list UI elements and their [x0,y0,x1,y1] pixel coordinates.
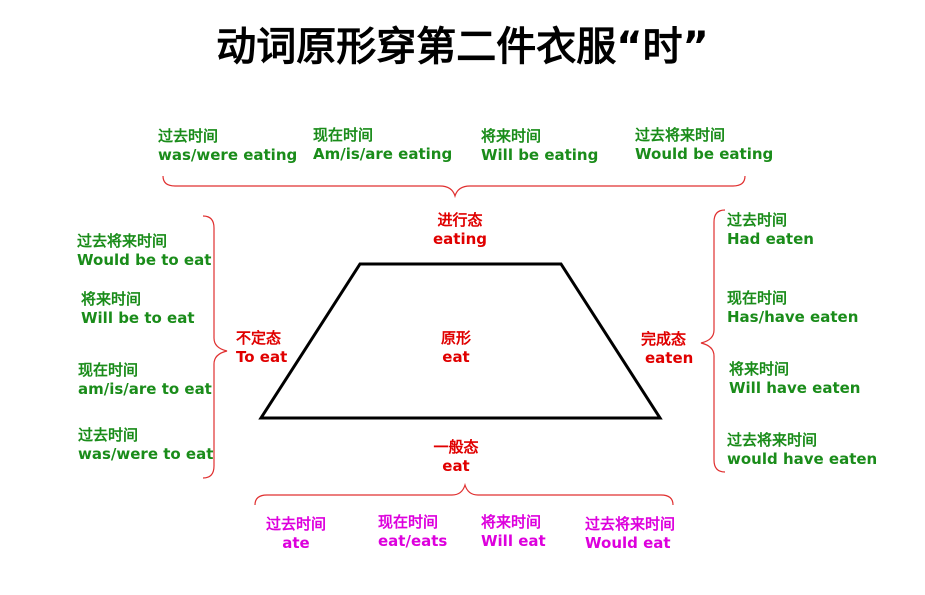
top-item-present-form: Am/is/are eating [313,145,453,163]
infinitive-state-form: To eat [236,348,288,366]
progressive-state-form: eating [432,230,488,248]
left-item-present-form: am/is/are to eat [78,380,212,398]
top-item-past-form: was/were eating [158,146,298,164]
left-item-present-time: 现在时间 [78,361,139,379]
bottom-item-past: 过去时间 ate [255,515,337,553]
left-item-future: 将来时间 Will be to eat [81,290,195,328]
simple-state-form: eat [442,457,470,475]
left-item-past: 过去时间 was/were to eat [78,426,213,464]
right-item-future: 将来时间 Will have eaten [729,360,860,398]
bottom-brace [254,482,674,506]
top-item-present: 现在时间 Am/is/are eating [313,126,452,164]
page-title: 动词原形穿第二件衣服“时” [216,24,709,70]
top-item-past-time: 过去时间 [158,127,219,145]
left-item-past-future-time: 过去将来时间 [77,232,168,250]
right-brace [700,209,726,473]
bottom-item-past-future: 过去将来时间 Would eat [585,515,675,553]
simple-state: 一般态 eat [416,438,496,476]
perfect-state-label: 完成态 [641,330,687,348]
left-brace [202,215,228,479]
right-item-past-time: 过去时间 [727,211,788,229]
top-item-present-time: 现在时间 [313,126,374,144]
left-item-past-form: was/were to eat [78,445,214,463]
infinitive-state: 不定态 To eat [236,329,287,367]
right-item-future-time: 将来时间 [729,360,790,378]
bottom-item-future-form: Will eat [481,532,546,550]
perfect-state: 完成态 eaten [641,330,693,368]
top-item-past-future: 过去将来时间 Would be eating [635,126,773,164]
right-item-past-form: Had eaten [727,230,814,248]
left-item-past-time: 过去时间 [78,426,139,444]
base-form: 原形 eat [416,329,496,367]
trapezoid-shape [258,262,663,420]
right-item-past-future: 过去将来时间 would have eaten [727,431,877,469]
right-item-past-future-time: 过去将来时间 [727,431,818,449]
bottom-item-past-form: ate [282,534,310,552]
right-item-future-form: Will have eaten [729,379,861,397]
bottom-item-past-time: 过去时间 [265,515,326,533]
simple-state-label: 一般态 [433,438,479,456]
top-item-future-time: 将来时间 [481,127,542,145]
right-item-past: 过去时间 Had eaten [727,211,814,249]
progressive-state: 进行态 eating [410,211,510,249]
progressive-state-label: 进行态 [437,211,483,229]
top-item-past-future-form: Would be eating [635,145,774,163]
top-item-past-future-time: 过去将来时间 [635,126,726,144]
bottom-item-present-time: 现在时间 [378,513,439,531]
bottom-item-past-future-time: 过去将来时间 [585,515,676,533]
right-item-present: 现在时间 Has/have eaten [727,289,858,327]
bottom-item-future-time: 将来时间 [481,513,542,531]
base-form-label: 原形 [440,329,471,347]
perfect-state-form: eaten [645,349,694,367]
right-item-present-time: 现在时间 [727,289,788,307]
right-item-present-form: Has/have eaten [727,308,859,326]
right-item-past-future-form: would have eaten [727,450,878,468]
infinitive-state-label: 不定态 [236,329,282,347]
left-item-future-time: 将来时间 [81,290,142,308]
left-item-present: 现在时间 am/is/are to eat [78,361,212,399]
top-item-past: 过去时间 was/were eating [158,127,297,165]
bottom-item-present: 现在时间 eat/eats [378,513,447,551]
bottom-item-past-future-form: Would eat [585,534,671,552]
top-item-future: 将来时间 Will be eating [481,127,598,165]
bottom-item-present-form: eat/eats [378,532,448,550]
left-item-future-form: Will be to eat [81,309,195,327]
left-item-past-future-form: Would be to eat [77,251,212,269]
base-form-value: eat [442,348,470,366]
bottom-item-future: 将来时间 Will eat [481,513,546,551]
top-brace [162,175,746,199]
left-item-past-future: 过去将来时间 Would be to eat [77,232,211,270]
top-item-future-form: Will be eating [481,146,599,164]
